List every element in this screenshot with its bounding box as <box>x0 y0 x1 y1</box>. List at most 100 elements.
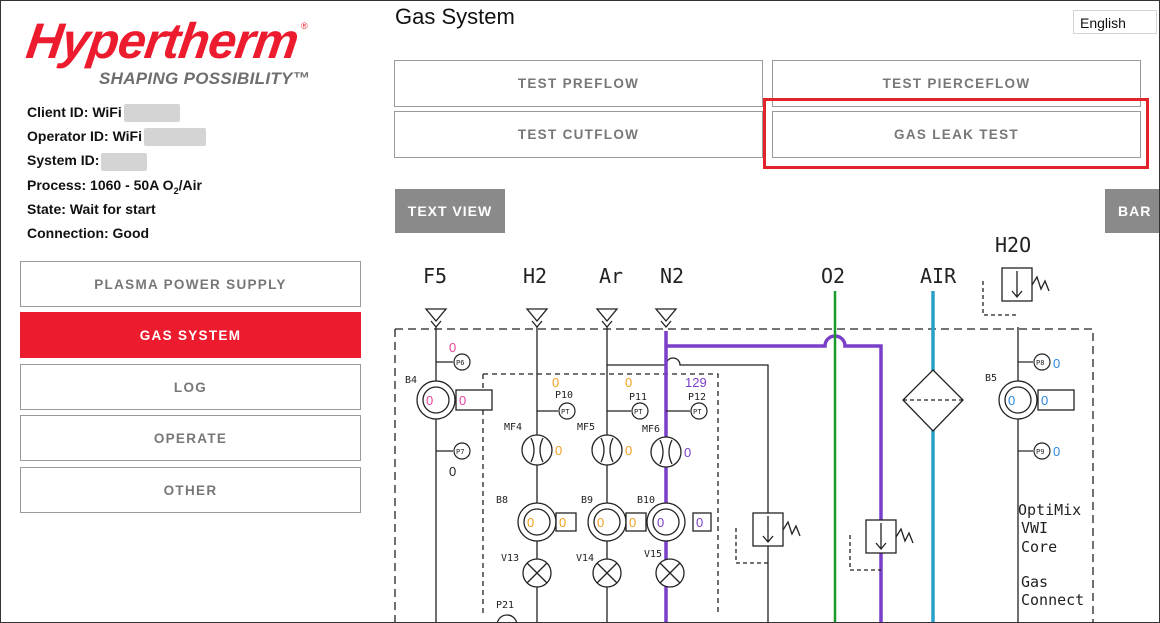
p6-label: P6 <box>456 359 464 367</box>
logo-tagline: SHAPING POSSIBILITY™ <box>99 69 310 88</box>
language-select[interactable]: English <box>1073 10 1157 34</box>
process-row: Process: 1060 - 50A O2/Air <box>27 173 206 197</box>
p12-value: 129 <box>685 375 707 390</box>
gas-leak-test-button[interactable]: GAS LEAK TEST <box>772 111 1141 158</box>
n2-branch-line <box>666 334 883 622</box>
gas-label-h2o: H2O <box>995 233 1031 257</box>
h2o-regulator <box>982 267 1050 316</box>
b9-box-value: 0 <box>629 515 636 530</box>
core-label: Core <box>1021 538 1057 556</box>
operator-id-label: Operator ID: WiFi <box>27 128 142 145</box>
check-valve-n2 <box>654 308 678 329</box>
process-suffix: /Air <box>178 176 202 193</box>
text-view-button[interactable]: TEXT VIEW <box>395 189 505 233</box>
test-preflow-button[interactable]: TEST PREFLOW <box>394 60 763 107</box>
transducer-p12 <box>666 402 708 420</box>
b10-box-value: 0 <box>696 515 703 530</box>
p7-label: P7 <box>456 448 464 456</box>
b5-label: B5 <box>985 373 997 384</box>
gas-label-air: AIR <box>920 264 957 288</box>
air-filter <box>902 369 964 432</box>
gauge-b10 <box>646 502 712 542</box>
redacted-value <box>123 104 180 123</box>
check-valve-h2 <box>525 308 549 329</box>
process-label: Process: 1060 - 50A O <box>27 176 174 193</box>
p10-label: P10 <box>555 390 573 401</box>
logo-registered-mark: ® <box>301 21 308 31</box>
page-title: Gas System <box>395 4 515 29</box>
transducer-p7 <box>436 442 471 460</box>
operator-id-row: Operator ID: WiFi <box>27 124 206 148</box>
redacted-value <box>101 152 148 171</box>
redacted-value <box>144 128 206 147</box>
p21-label: P21 <box>496 600 514 611</box>
client-id-label: Client ID: WiFi <box>27 104 122 120</box>
nav-other[interactable]: OTHER <box>20 467 361 513</box>
nav-plasma-power-supply[interactable]: PLASMA POWER SUPPLY <box>20 261 361 307</box>
b5-box-value: 0 <box>1041 393 1048 408</box>
p11-value: 0 <box>625 375 632 390</box>
client-id-row: Client ID: WiFi <box>27 100 206 124</box>
nav-log[interactable]: LOG <box>20 364 361 410</box>
b9-label: B9 <box>581 495 593 506</box>
regulator-n2-branch <box>849 519 914 571</box>
p11-label: P11 <box>629 392 647 403</box>
mass-flow-mf4 <box>521 434 553 466</box>
b8-label: B8 <box>496 495 508 506</box>
check-valve-f5 <box>424 308 448 329</box>
b9-gauge-value: 0 <box>597 515 604 530</box>
transducer-p9 <box>1018 442 1051 460</box>
v15-label: V15 <box>644 549 662 560</box>
gas-label-f5: F5 <box>423 264 447 288</box>
b4-gauge-value: 0 <box>426 393 433 408</box>
gas-system-diagram: F5 H2 Ar N2 O2 AIR H2O <box>394 233 1094 622</box>
valve-v14 <box>592 558 622 588</box>
nav-operate[interactable]: OPERATE <box>20 415 361 461</box>
gas-connect-label-1: Gas <box>1021 573 1048 591</box>
highlight-box <box>763 98 1149 169</box>
p10-value: 0 <box>552 375 559 390</box>
bar-view-button[interactable]: BAR <box>1105 189 1159 233</box>
b5-gauge-value: 0 <box>1008 393 1015 408</box>
gas-connect-label-2: Connect <box>1021 591 1084 609</box>
p8-value: 0 <box>1053 356 1060 371</box>
system-id-label: System ID: <box>27 152 100 169</box>
mf6-label: MF6 <box>642 424 660 435</box>
transducer-p8 <box>1018 353 1051 371</box>
optimix-label: OptiMix <box>1018 501 1081 519</box>
p8-label: P8 <box>1036 359 1044 367</box>
transducer-p11 <box>607 402 649 420</box>
p9-value: 0 <box>1053 444 1060 459</box>
connection-label: Connection: Good <box>27 224 150 241</box>
valve-p21 <box>496 614 518 622</box>
gauge-b9 <box>587 502 647 542</box>
gauge-b8 <box>517 502 577 542</box>
mass-flow-mf6 <box>650 436 682 468</box>
nav-gas-system[interactable]: GAS SYSTEM <box>20 312 361 358</box>
b4-box-value: 0 <box>459 393 466 408</box>
v14-label: V14 <box>576 553 594 564</box>
process-subscript: 2 <box>173 185 179 196</box>
gas-label-n2: N2 <box>660 264 684 288</box>
vwi-label: VWI <box>1021 519 1048 537</box>
test-cutflow-button[interactable]: TEST CUTFLOW <box>394 111 763 158</box>
mf4-label: MF4 <box>504 422 522 433</box>
gas-label-ar: Ar <box>599 264 623 288</box>
mf5-label: MF5 <box>577 422 595 433</box>
pt-label: PT <box>561 408 570 416</box>
pt-label: PT <box>634 408 643 416</box>
transducer-p10 <box>537 402 576 420</box>
p9-label: P9 <box>1036 448 1044 456</box>
mf4-value: 0 <box>555 443 562 458</box>
mf5-value: 0 <box>625 443 632 458</box>
hypertherm-logo: Hypertherm ® SHAPING POSSIBILITY™ <box>23 13 315 93</box>
p12-label: P12 <box>688 392 706 403</box>
logo-wordmark: Hypertherm <box>23 13 302 69</box>
f5-top-value: 0 <box>449 340 456 355</box>
system-id-row: System ID: <box>27 148 206 172</box>
connection-row: Connection: Good <box>27 221 206 245</box>
check-valve-ar <box>595 308 619 329</box>
regulator-ar-branch <box>735 512 801 564</box>
valve-v15 <box>655 558 685 588</box>
